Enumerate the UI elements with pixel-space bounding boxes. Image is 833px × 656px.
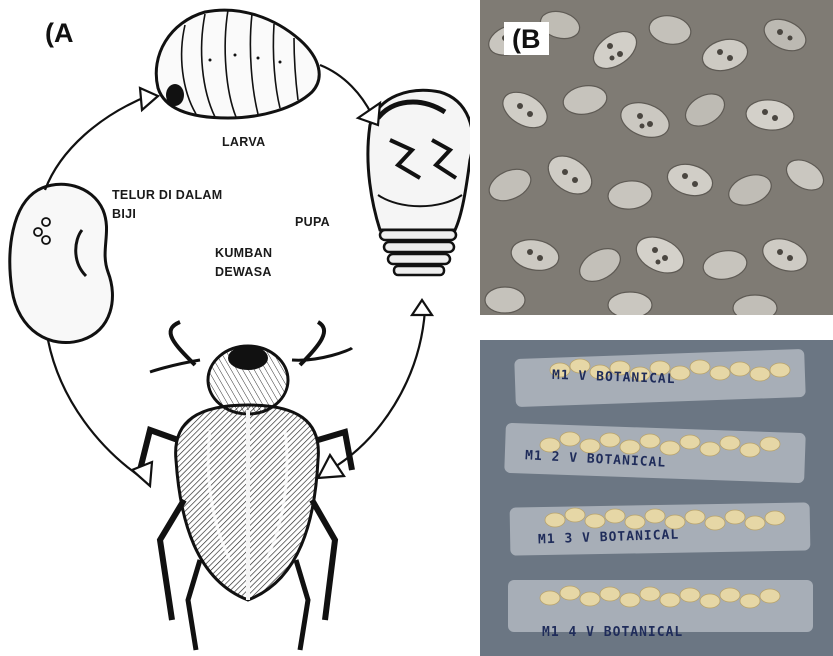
stage-label-adult: KUMBAN DEWASA: [215, 244, 272, 283]
seed-bags-image: [480, 340, 833, 656]
stage-label-larva: LARVA: [222, 133, 265, 152]
seed-bags-photo: M1 V BOTANICAL M1 2 V BOTANICAL M1 3 V B…: [480, 340, 833, 656]
panel-b-label: (B: [512, 24, 541, 54]
adult-beetle-illustration: [140, 322, 352, 650]
life-cycle-diagram: (A LARVA TELUR DI DALAM BIJI PUPA KUMBAN…: [0, 0, 470, 656]
life-cycle-drawing: [0, 0, 470, 656]
infested-seeds-photo: (B: [480, 0, 833, 315]
stage-label-egg: TELUR DI DALAM BIJI: [112, 186, 222, 225]
bag-label-4: M1 4 V BOTANICAL: [542, 625, 683, 640]
pupa-illustration: [368, 90, 470, 275]
panel-a-label: (A: [45, 18, 74, 49]
larva-illustration: [156, 10, 319, 118]
panel-b-label-box: (B: [504, 22, 549, 55]
bean-with-egg-illustration: [10, 184, 113, 342]
stage-label-pupa: PUPA: [295, 213, 330, 232]
